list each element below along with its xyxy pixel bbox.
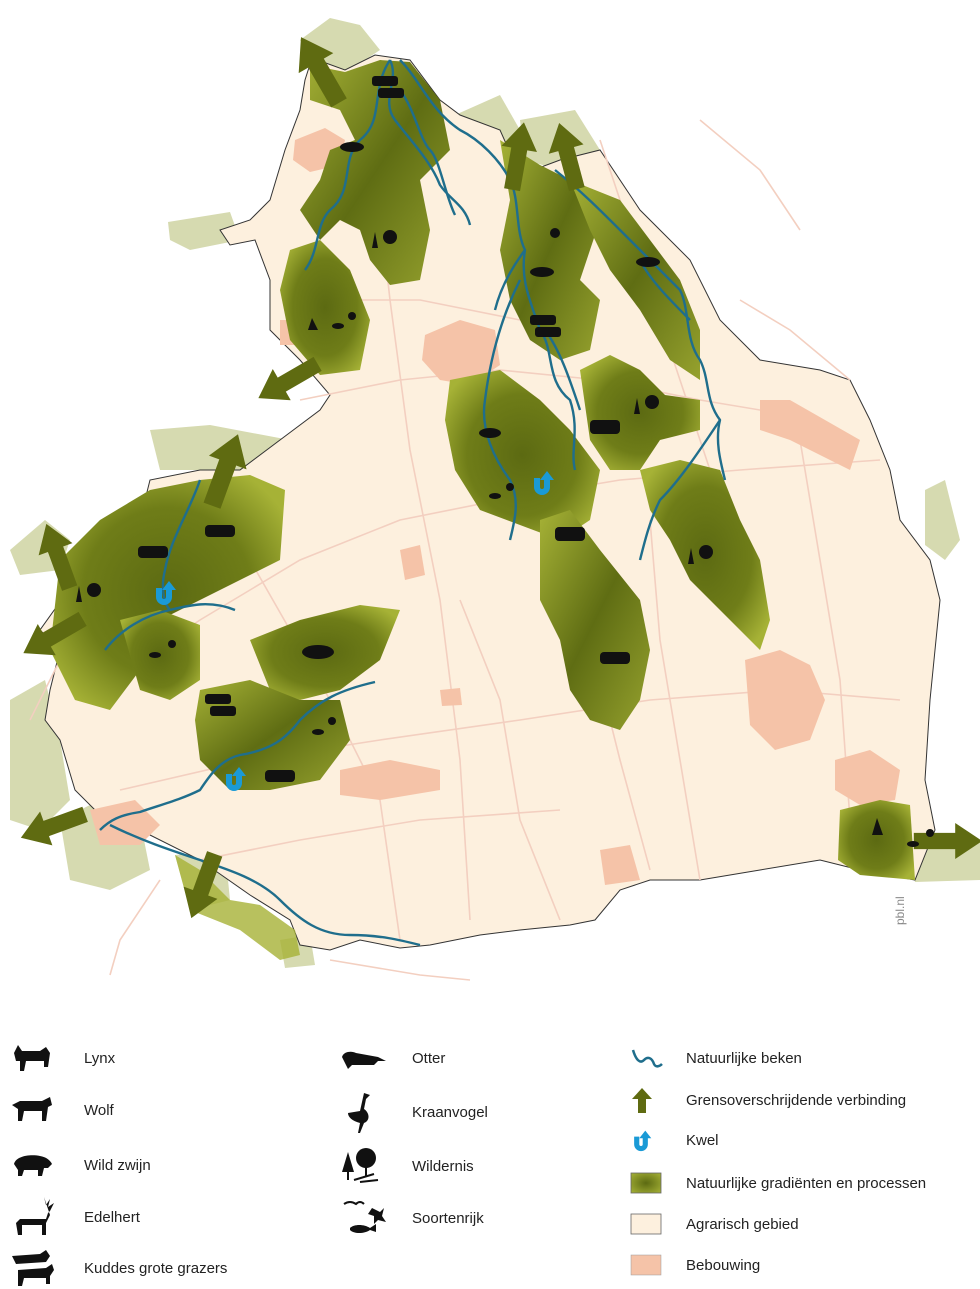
- legend-item-lynx: Lynx: [10, 1038, 115, 1078]
- credit-text: pbl.nl: [893, 896, 907, 925]
- crane-marker: [872, 818, 883, 835]
- legend-item-red-deer: Edelhert: [10, 1197, 140, 1237]
- crane-marker: [308, 318, 318, 330]
- built-up-swatch: [630, 1245, 686, 1285]
- otter-marker: [530, 267, 554, 277]
- wild-boar-icon: [10, 1145, 70, 1185]
- wild-boar-marker: [302, 645, 334, 659]
- legend-item-species-rich: Soortenrijk: [340, 1198, 484, 1238]
- species-rich-icon: [340, 1198, 400, 1238]
- legend-item-built-up: Bebouwing: [630, 1245, 760, 1285]
- lynx-marker: [590, 420, 620, 434]
- wilderness-marker: [688, 545, 713, 564]
- natural-streams: [99, 59, 727, 947]
- wilderness-marker: [634, 395, 659, 414]
- grazers-herd-icon: [10, 1248, 70, 1288]
- species-rich-marker: [550, 228, 560, 238]
- wolf-icon: [10, 1090, 70, 1130]
- legend-item-grazers: Kuddes grote grazers: [10, 1248, 227, 1288]
- stream-icon: [630, 1038, 686, 1078]
- species-rich-marker: [907, 829, 934, 847]
- species-rich-marker: [149, 640, 176, 658]
- wilderness-marker: [372, 230, 397, 248]
- border-arrow-icon: [630, 1080, 686, 1120]
- red-deer-marker: [265, 770, 295, 782]
- grazers-marker: [530, 315, 561, 337]
- lynx-icon: [10, 1038, 70, 1078]
- grazers-marker: [205, 694, 236, 716]
- lynx-marker: [555, 527, 585, 541]
- kwel-icon: [630, 1120, 686, 1160]
- red-deer-marker: [138, 546, 168, 558]
- wilderness-marker: [76, 583, 101, 602]
- legend: Lynx Wolf Wild zwijn Edelhert Kuddes gro…: [0, 1020, 980, 1289]
- legend-item-otter: Otter: [340, 1038, 445, 1078]
- built-up-areas: [90, 128, 900, 885]
- species-rich-marker: [332, 312, 356, 329]
- wolf-marker: [205, 525, 235, 537]
- legend-item-border-crossing: Grensoverschrijdende verbinding: [630, 1080, 906, 1120]
- wilderness-icon: [340, 1146, 400, 1186]
- legend-item-wolf: Wolf: [10, 1090, 114, 1130]
- otter-icon: [340, 1038, 400, 1078]
- province-map: [10, 18, 980, 981]
- legend-item-streams: Natuurlijke beken: [630, 1038, 802, 1078]
- otter-marker: [340, 142, 364, 152]
- red-deer-icon: [10, 1197, 70, 1237]
- legend-item-nature-gradients: Natuurlijke gradiënten en processen: [630, 1163, 926, 1203]
- crane-icon: [340, 1092, 400, 1133]
- otter-marker: [636, 257, 660, 267]
- grazers-marker: [372, 76, 404, 98]
- legend-item-wild-boar: Wild zwijn: [10, 1145, 151, 1185]
- legend-item-agricultural: Agrarisch gebied: [630, 1204, 799, 1244]
- otter-marker: [479, 428, 501, 438]
- species-markers: [76, 76, 934, 847]
- legend-item-crane: Kraanvogel: [340, 1092, 488, 1133]
- legend-item-kwel: Kwel: [630, 1120, 719, 1160]
- agricultural-swatch: [630, 1204, 686, 1244]
- species-rich-marker: [489, 483, 514, 499]
- red-deer-marker: [600, 652, 630, 664]
- species-rich-marker: [312, 717, 336, 735]
- legend-item-wilderness: Wildernis: [340, 1146, 474, 1186]
- nature-gradient-swatch: [630, 1163, 686, 1203]
